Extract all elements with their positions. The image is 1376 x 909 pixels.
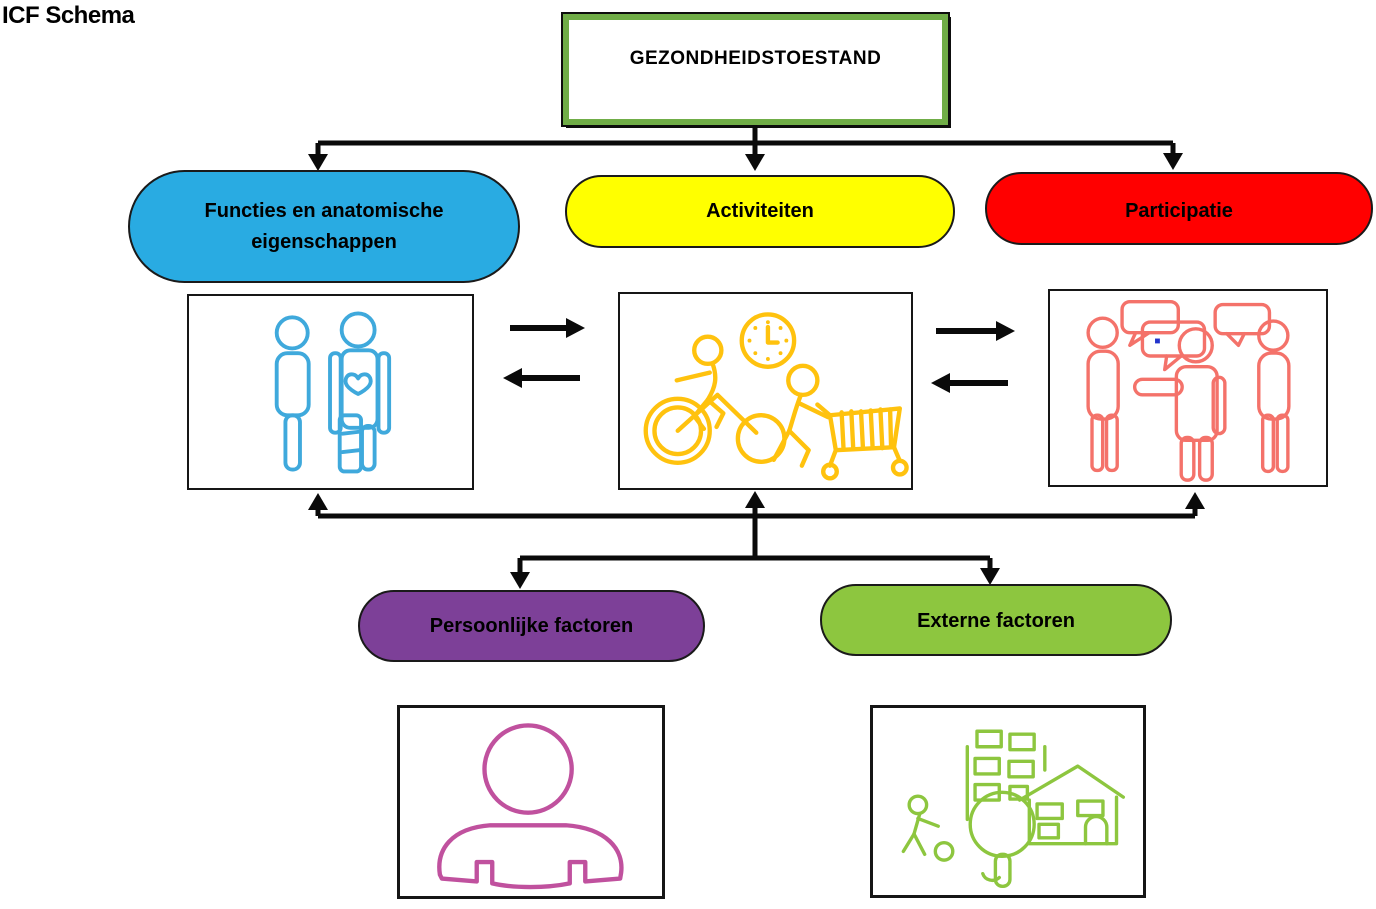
icon-box-functies [187, 294, 474, 490]
page-title: ICF Schema [2, 2, 135, 29]
icon-box-participatie [1048, 289, 1328, 487]
arrowhead-left-1 [503, 368, 522, 388]
domain-pill-activiteiten: Activiteiten [565, 175, 955, 248]
domain-label-activiteiten: Activiteiten [706, 200, 814, 222]
arrowhead-left-2 [931, 373, 950, 393]
icon-box-persoonlijke [397, 705, 665, 899]
arrowhead-up-participatie [1185, 492, 1205, 509]
bottom-connector-lines [315, 506, 1198, 573]
buildings-house-magnifier-person-icon [901, 729, 1125, 888]
domain-pill-functies: Functies en anatomische eigenschappen [128, 170, 520, 283]
arrowhead-up-activiteiten [745, 491, 765, 508]
cycling-clock-shopping-cart-icon [643, 312, 909, 481]
arrowhead-right-1 [566, 318, 585, 338]
domain-pill-participatie: Participatie [985, 172, 1373, 245]
arrowhead-down-functies [308, 154, 328, 171]
icon-box-activiteiten [618, 292, 913, 490]
domain-label-participatie: Participatie [1125, 200, 1233, 222]
domain-label-functies: Functies en anatomische eigenschappen [204, 199, 444, 253]
arrowhead-right-2 [996, 321, 1015, 341]
health-status-label: GEZONDHEIDSTOESTAND [629, 48, 882, 69]
arrowhead-up-functies [308, 493, 328, 510]
icon-box-externe [870, 705, 1146, 898]
factor-pill-persoonlijke: Persoonlijke factoren [358, 590, 705, 662]
factor-label-externe: Externe factoren [917, 610, 1075, 632]
top-connector-lines [315, 125, 1176, 156]
blue-dot-artifact [1155, 338, 1160, 344]
arrowhead-down-externe [980, 568, 1000, 585]
group-conversation-speech-bubbles-icon [1086, 300, 1291, 482]
factor-label-persoonlijke: Persoonlijke factoren [429, 614, 634, 637]
health-status-box: GEZONDHEIDSTOESTAND [561, 12, 950, 127]
arrowhead-down-persoonlijke [510, 572, 530, 589]
arrowhead-down-activiteiten [745, 154, 765, 171]
factor-pill-externe: Externe factoren [820, 584, 1172, 656]
arrowhead-down-participatie [1163, 153, 1183, 170]
body-functions-persons-icon [274, 311, 392, 474]
person-silhouette-icon [437, 723, 624, 890]
clock-tick-dots [747, 320, 789, 361]
